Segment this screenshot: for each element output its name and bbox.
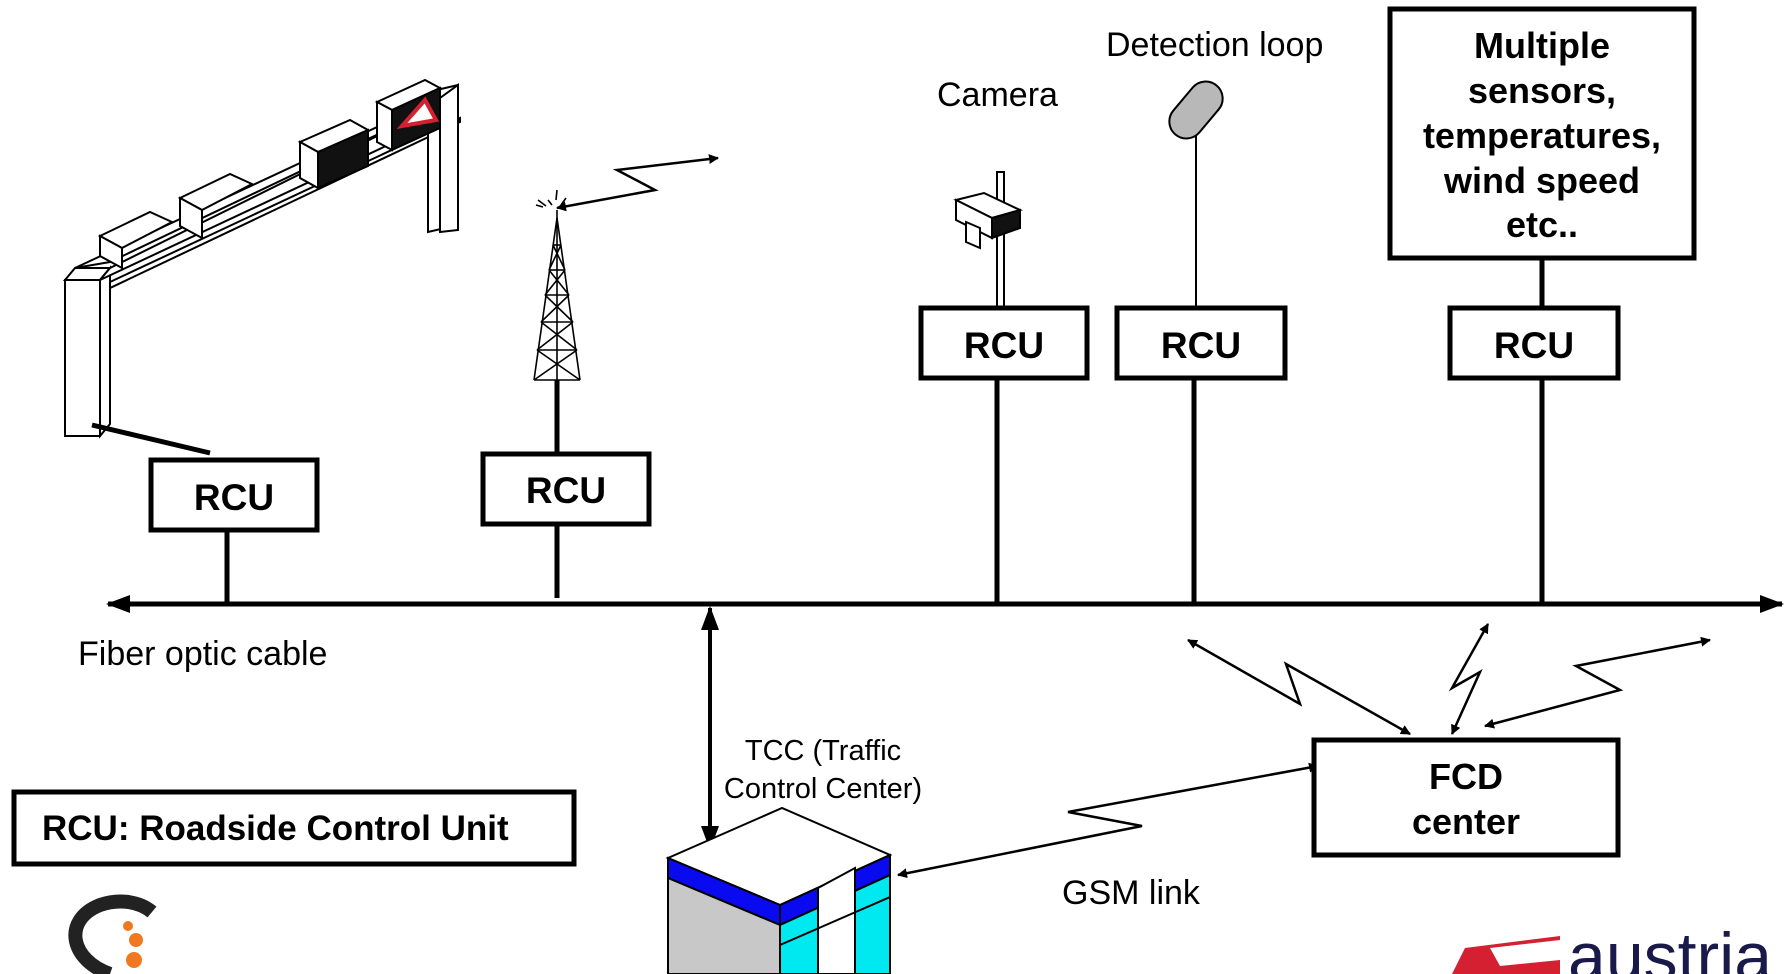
detection-loop-label: Detection loop — [1106, 26, 1323, 64]
camera-icon — [953, 171, 1023, 313]
sensors-line-3: temperatures, — [1423, 115, 1661, 156]
sensors-box: Multiple sensors, temperatures, wind spe… — [1387, 6, 1697, 261]
gsm-link-label: GSM link — [1062, 874, 1201, 912]
fcd-line-1: FCD — [1429, 756, 1503, 797]
rcu-label: RCU — [194, 477, 274, 518]
right-logo: austria — [1452, 919, 1772, 974]
rcu-label: RCU — [964, 325, 1044, 366]
sensors-line-1: Multiple — [1474, 25, 1610, 66]
rcu-box-tower: RCU — [480, 451, 652, 527]
sensors-line-2: sensors, — [1468, 70, 1616, 111]
right-logo-text: austria — [1568, 919, 1772, 974]
gantry-cable — [91, 422, 211, 456]
tower-radio-link — [556, 154, 719, 212]
rcu-label: RCU — [1161, 325, 1241, 366]
rcu-box-sensors: RCU — [1447, 305, 1621, 381]
gantry-sign-icon — [62, 78, 461, 439]
radio-tower-icon — [533, 189, 581, 381]
rcu-label: RCU — [1494, 325, 1574, 366]
fcd-wireless-link-right — [1484, 636, 1711, 729]
fcd-line-2: center — [1412, 801, 1520, 842]
rcu-box-camera: RCU — [918, 305, 1090, 381]
gsm-link-arrow — [897, 762, 1319, 879]
fcd-wireless-link-left — [1187, 638, 1411, 736]
detection-loop-icon — [1168, 80, 1224, 140]
sensors-line-4: wind speed — [1443, 160, 1640, 201]
fcd-center-box: FCD center — [1311, 737, 1621, 858]
camera-label: Camera — [937, 76, 1058, 114]
rcu-label: RCU — [526, 470, 606, 511]
rcu-box-gantry: RCU — [148, 457, 320, 533]
left-logo — [68, 894, 157, 974]
fcd-wireless-link-middle — [1448, 623, 1490, 735]
legend-text: RCU: Roadside Control Unit — [42, 809, 509, 848]
sensors-line-5: etc.. — [1506, 204, 1578, 245]
fiber-optic-label: Fiber optic cable — [78, 635, 327, 673]
tcc-label-line-2: Control Center) — [724, 773, 922, 805]
legend-box: RCU: Roadside Control Unit — [11, 789, 577, 867]
tcc-building-icon — [665, 806, 893, 974]
rcu-box-detection: RCU — [1114, 305, 1288, 381]
tcc-label-line-1: TCC (Traffic — [745, 735, 901, 767]
